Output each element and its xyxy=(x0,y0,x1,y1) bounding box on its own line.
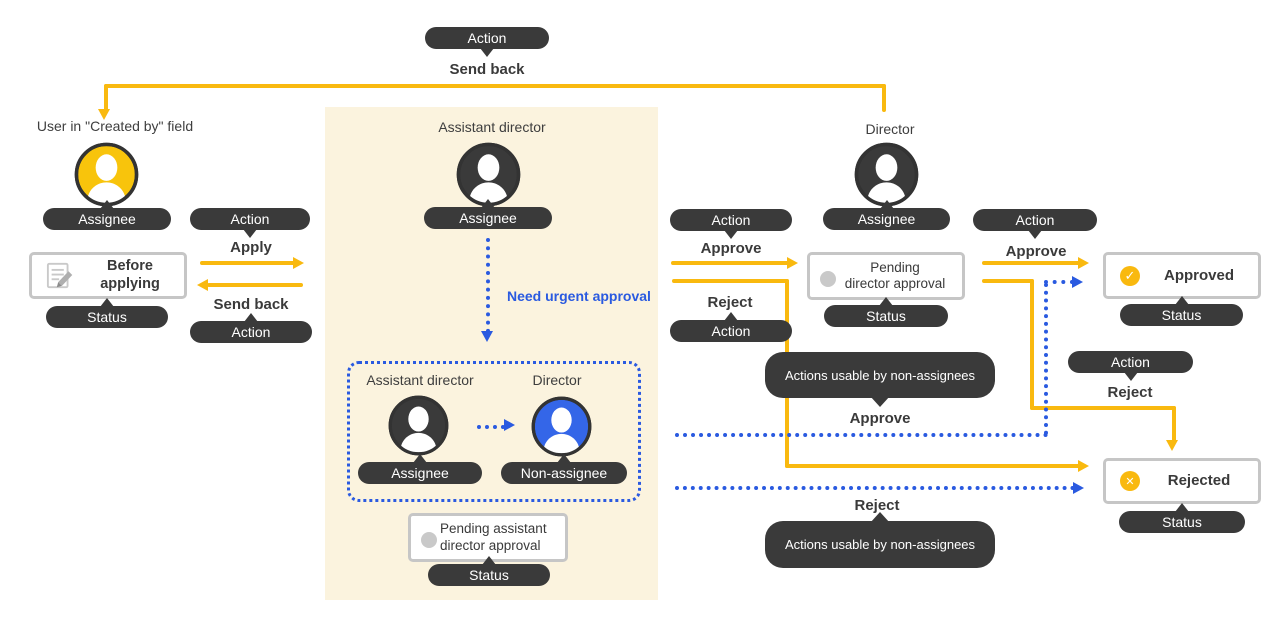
action-pill-send-back-mid: Action xyxy=(190,321,312,343)
delegation-assistant-avatar-icon xyxy=(387,394,450,457)
director-avatar-icon xyxy=(853,141,920,208)
reject-path-left-head xyxy=(1078,460,1089,472)
pending-director-status-box: Pending director approval xyxy=(807,252,965,300)
approve-arrow-left-head xyxy=(787,257,798,269)
approve-arrow-right-head xyxy=(1078,257,1089,269)
non-assignee-approve-line-h xyxy=(675,433,1048,437)
delegation-assistant-title: Assistant director xyxy=(366,372,474,388)
director-title: Director xyxy=(865,121,915,137)
non-assignee-reject-label: Reject xyxy=(854,497,900,514)
non-assignee-approve-tooltip: Actions usable by non-assignees xyxy=(765,352,995,398)
non-assignee-approve-head xyxy=(1072,276,1083,288)
urgent-approval-connector xyxy=(486,238,490,333)
created-by-title: User in "Created by" field xyxy=(36,118,194,134)
apply-arrowhead xyxy=(293,257,304,269)
delegation-arrowhead xyxy=(504,419,515,431)
created-by-avatar-icon xyxy=(73,141,140,208)
send-back-connector-horizontal xyxy=(104,84,886,88)
send-back-connector-right-drop xyxy=(882,84,886,112)
created-by-assignee-pill: Assignee xyxy=(43,208,171,230)
urgent-approval-arrowhead xyxy=(481,331,493,342)
non-assignee-approve-line-h2 xyxy=(1044,280,1074,284)
action-pill-send-back-top: Action xyxy=(425,27,549,49)
action-pill-approve-right: Action xyxy=(973,209,1097,231)
approved-value: Approved xyxy=(1163,266,1234,284)
approve-arrow-right-line xyxy=(982,261,1080,265)
pending-assistant-value: Pending assistant director approval xyxy=(440,521,547,553)
before-applying-status-box: Before applying xyxy=(29,252,187,299)
assistant-director-title: Assistant director xyxy=(438,119,546,135)
delegation-box xyxy=(347,361,641,502)
need-urgent-approval-label: Need urgent approval xyxy=(507,288,651,304)
approved-status-box: ✓ Approved xyxy=(1103,252,1261,299)
reject-path-right-h1 xyxy=(982,279,1034,283)
before-applying-value: Before applying xyxy=(100,258,160,292)
rejected-status-box: ✕ Rejected xyxy=(1103,458,1261,504)
pending-assistant-status-pill: Status xyxy=(428,564,550,586)
reject-path-right-v1 xyxy=(1030,279,1034,410)
reject-path-right-head xyxy=(1166,440,1178,451)
approve-arrow-left-line xyxy=(671,261,789,265)
send-back-arrow-line xyxy=(207,283,303,287)
action-pill-reject-right: Action xyxy=(1068,351,1193,373)
send-back-arrowhead xyxy=(98,109,110,120)
created-by-status-pill: Status xyxy=(46,306,168,328)
non-assignee-reject-head xyxy=(1073,482,1084,494)
send-back-connector-left-drop xyxy=(104,84,108,111)
rejected-value: Rejected xyxy=(1167,472,1231,490)
document-edit-icon xyxy=(46,262,76,289)
approve-label-left: Approve xyxy=(700,240,762,257)
reject-path-left-h2 xyxy=(785,464,1080,468)
send-back-label-mid: Send back xyxy=(213,296,289,313)
reject-path-left-h1 xyxy=(672,279,789,283)
approve-label-right: Approve xyxy=(1005,243,1067,260)
non-assignee-approve-label: Approve xyxy=(849,410,911,427)
delegation-director-avatar-icon xyxy=(530,395,593,458)
pending-dot-icon xyxy=(820,271,836,287)
non-assignee-approve-line-v xyxy=(1044,283,1048,435)
non-assignee-reject-line xyxy=(675,486,1075,490)
reject-label-left: Reject xyxy=(707,294,753,311)
send-back-label-top: Send back xyxy=(449,61,525,78)
director-assignee-pill: Assignee xyxy=(823,208,950,230)
delegation-connector xyxy=(477,425,505,429)
send-back-arrowhead-left xyxy=(197,279,208,291)
apply-arrow-line xyxy=(200,261,295,265)
assistant-director-avatar-icon xyxy=(455,141,522,208)
non-assignee-reject-tooltip: Actions usable by non-assignees xyxy=(765,521,995,568)
reject-path-right-v2 xyxy=(1172,406,1176,442)
pending-director-value: Pending director approval xyxy=(844,259,946,291)
delegation-non-assignee-pill: Non-assignee xyxy=(501,462,627,484)
action-pill-approve-left: Action xyxy=(670,209,792,231)
approved-status-pill: Status xyxy=(1120,304,1243,326)
reject-path-right-h2 xyxy=(1030,406,1176,410)
reject-label-right: Reject xyxy=(1107,384,1153,401)
pending-assistant-status-box: Pending assistant director approval xyxy=(408,513,568,562)
pending-director-status-pill: Status xyxy=(824,305,948,327)
delegation-assignee-pill: Assignee xyxy=(358,462,482,484)
check-circle-icon: ✓ xyxy=(1120,265,1140,286)
action-pill-apply: Action xyxy=(190,208,310,230)
assistant-assignee-pill: Assignee xyxy=(424,207,552,229)
delegation-director-title: Director xyxy=(532,372,582,388)
x-circle-icon: ✕ xyxy=(1120,471,1140,491)
pending-dot-icon xyxy=(421,532,437,548)
action-pill-reject-left: Action xyxy=(670,320,792,342)
apply-label: Apply xyxy=(230,239,272,256)
rejected-status-pill: Status xyxy=(1119,511,1245,533)
